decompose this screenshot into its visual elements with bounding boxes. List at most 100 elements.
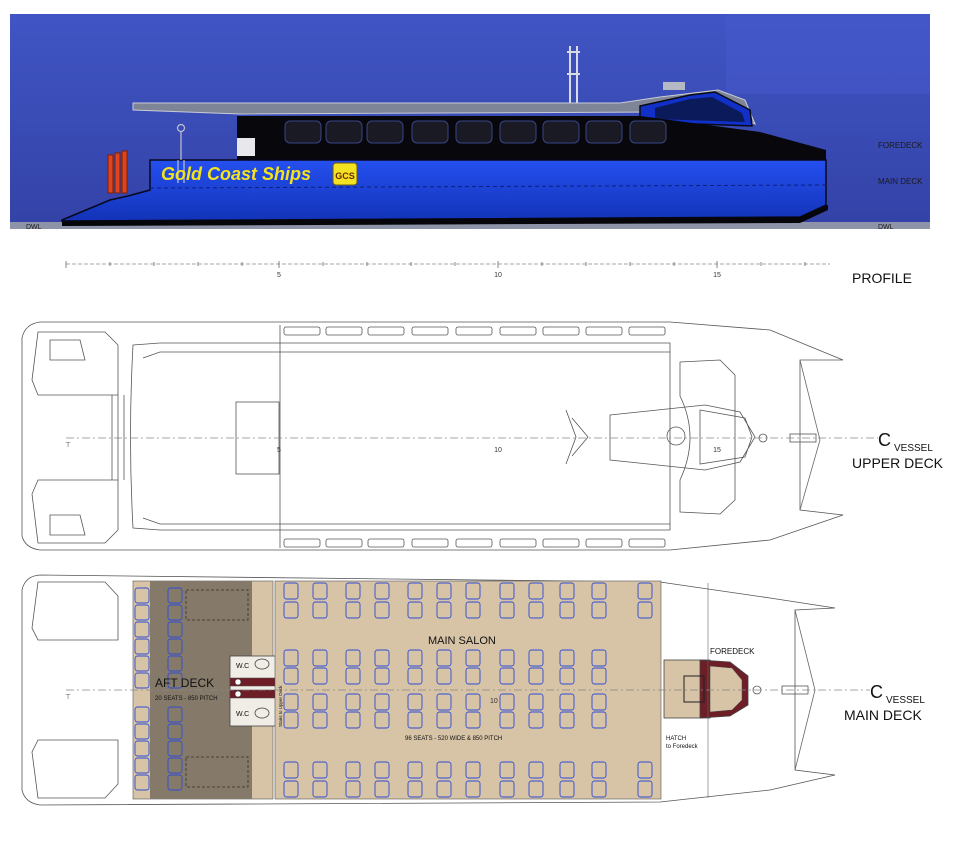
main-deck-labels: ⊤ AFT DECK 20 SEATS - 850 PITCH W.C W.C … [65,635,925,750]
brand-logo-text: GCS [335,171,355,181]
wc-label-1: W.C [236,663,249,670]
passenger-seat [465,761,481,779]
passenger-seat [167,638,183,655]
upper-tick-5: 5 [277,447,281,454]
passenger-seat [436,667,452,685]
hatch-sub-label: to Foredeck [666,744,699,750]
mast [567,46,580,104]
main-salon-seats-label: 96 SEATS - 520 WIDE & 850 PITCH [405,736,502,742]
brand-name: Gold Coast Ships [161,164,311,184]
upper-centreline-mark: C [878,430,891,450]
passenger-seat [528,693,544,711]
passenger-seat [559,649,575,667]
passenger-seat [345,667,361,685]
passenger-seat [374,780,390,798]
passenger-seat [407,601,423,619]
passenger-seat [407,780,423,798]
passenger-seat [528,761,544,779]
passenger-seat [134,740,150,757]
port-pontoon-main [31,581,119,641]
passenger-seat [591,761,607,779]
passenger-seat [528,649,544,667]
passenger-seat [345,649,361,667]
profile-tick-10: 10 [494,272,502,279]
passenger-seat [283,711,299,729]
passenger-seat [374,693,390,711]
main-deck-plan [21,574,870,806]
passenger-seat [528,582,544,600]
passenger-seat [134,587,150,604]
passenger-seat [436,601,452,619]
upper-tick-10: 10 [494,447,502,454]
passenger-seat [312,667,328,685]
passenger-seat [465,649,481,667]
hatch-label: HATCH [666,736,686,742]
passenger-seat [528,667,544,685]
passenger-seat [283,601,299,619]
passenger-seat [312,780,328,798]
stern-fenders [107,150,128,194]
upper-centreline-label: VESSEL [894,443,933,454]
passenger-seat [591,582,607,600]
passenger-seat [312,601,328,619]
foredeck-level-label: FOREDECK [878,141,923,150]
passenger-seat [465,601,481,619]
passenger-seat [167,587,183,604]
aft-deck-seats-label: 20 SEATS - 850 PITCH [155,696,218,702]
svg-text:⊤: ⊤ [65,442,71,449]
passenger-seat [465,693,481,711]
passenger-seat [407,582,423,600]
upper-deck-roof [130,342,671,531]
passenger-seat [134,655,150,672]
passenger-seat [499,649,515,667]
main-centreline-mark: C [870,682,883,702]
passenger-seat [167,774,183,791]
passenger-seat [283,649,299,667]
upper-side-windows-port [283,326,666,336]
cabin-windows [284,120,667,144]
crew-figure [176,123,186,183]
passenger-seat [465,582,481,600]
passenger-seat [407,667,423,685]
dwl-label-right: DWL [878,224,894,231]
helm-wheel [666,426,686,446]
passenger-seat [407,649,423,667]
passenger-seat [407,693,423,711]
foredeck-label: FOREDECK [710,647,755,656]
profile-tick-15: 15 [713,272,721,279]
passenger-seat [167,655,183,672]
passenger-seat [134,621,150,638]
main-salon-label: MAIN SALON [428,635,496,647]
upper-tick-15: 15 [713,447,721,454]
passenger-seat [283,761,299,779]
passenger-seat [436,582,452,600]
passenger-seat [345,601,361,619]
upper-deck-labels: ⊤ 5 10 15 C VESSEL UPPER DECK [65,430,944,471]
upper-deck-title: UPPER DECK [852,455,944,471]
passenger-seat [374,711,390,729]
passenger-seat [465,667,481,685]
passenger-seat [345,780,361,798]
upper-deck-plan [21,321,878,551]
passenger-seat [374,582,390,600]
passenger-seat [591,601,607,619]
profile-view: Gold Coast Ships GCS FOREDECK MAIN DECK … [10,14,930,231]
svg-text:⊤: ⊤ [65,694,71,701]
aft-deck-label: AFT DECK [155,676,214,690]
starboard-pontoon-main [31,739,119,799]
upper-deck-outline [21,321,844,551]
passenger-seat [283,667,299,685]
passenger-seat [134,706,150,723]
passenger-seat [312,693,328,711]
hull [61,159,827,222]
passenger-seat [436,693,452,711]
passenger-seat [167,604,183,621]
passenger-seat [312,649,328,667]
passenger-seat [134,638,150,655]
main-tick-10: 10 [490,698,498,705]
port-stern-pontoon [31,331,119,396]
passenger-seat [374,761,390,779]
brand-logo [332,162,358,186]
passenger-seat [167,723,183,740]
